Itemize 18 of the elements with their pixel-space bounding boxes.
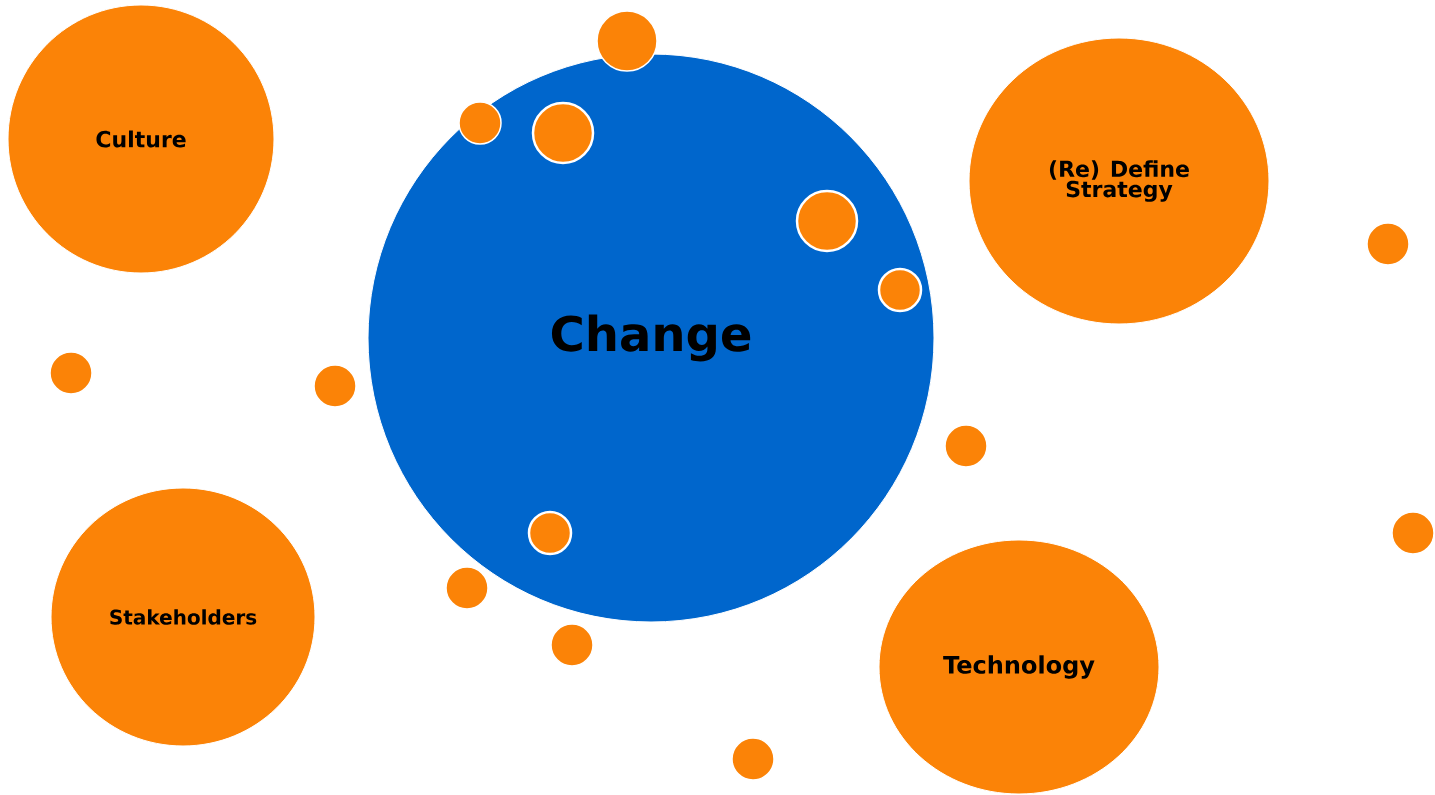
circle-node: Culture — [7, 4, 275, 274]
small-circle — [531, 101, 595, 165]
circle-node: Technology — [878, 539, 1160, 795]
small-circle — [1366, 222, 1410, 266]
small-circle — [49, 351, 93, 395]
small-circle — [596, 10, 658, 72]
small-circle — [313, 364, 357, 408]
small-circle — [527, 510, 573, 556]
circle-node: (Re) Define Strategy — [968, 37, 1270, 325]
small-circle — [445, 566, 489, 610]
small-circle — [550, 623, 594, 667]
small-circle — [731, 737, 775, 781]
small-circle — [795, 189, 859, 253]
circle-node: Change — [367, 53, 935, 623]
small-circle — [1391, 511, 1435, 555]
small-circle — [944, 424, 988, 468]
circle-node: Stakeholders — [50, 487, 316, 747]
small-circle — [877, 267, 923, 313]
